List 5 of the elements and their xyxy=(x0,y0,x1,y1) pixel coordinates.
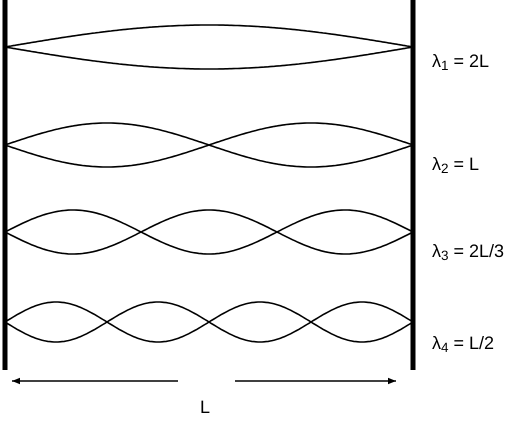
wavelength-label: λ$_{4}$ = L/2 xyxy=(432,334,494,352)
wavelength-label: λ$_{1}$ = 2L xyxy=(432,52,490,70)
wavelength-label: λ$_{2}$ = L xyxy=(432,155,480,173)
wavelength-label: λ$_{3}$ = 2L/3 xyxy=(432,242,504,260)
length-label: L xyxy=(200,398,210,416)
